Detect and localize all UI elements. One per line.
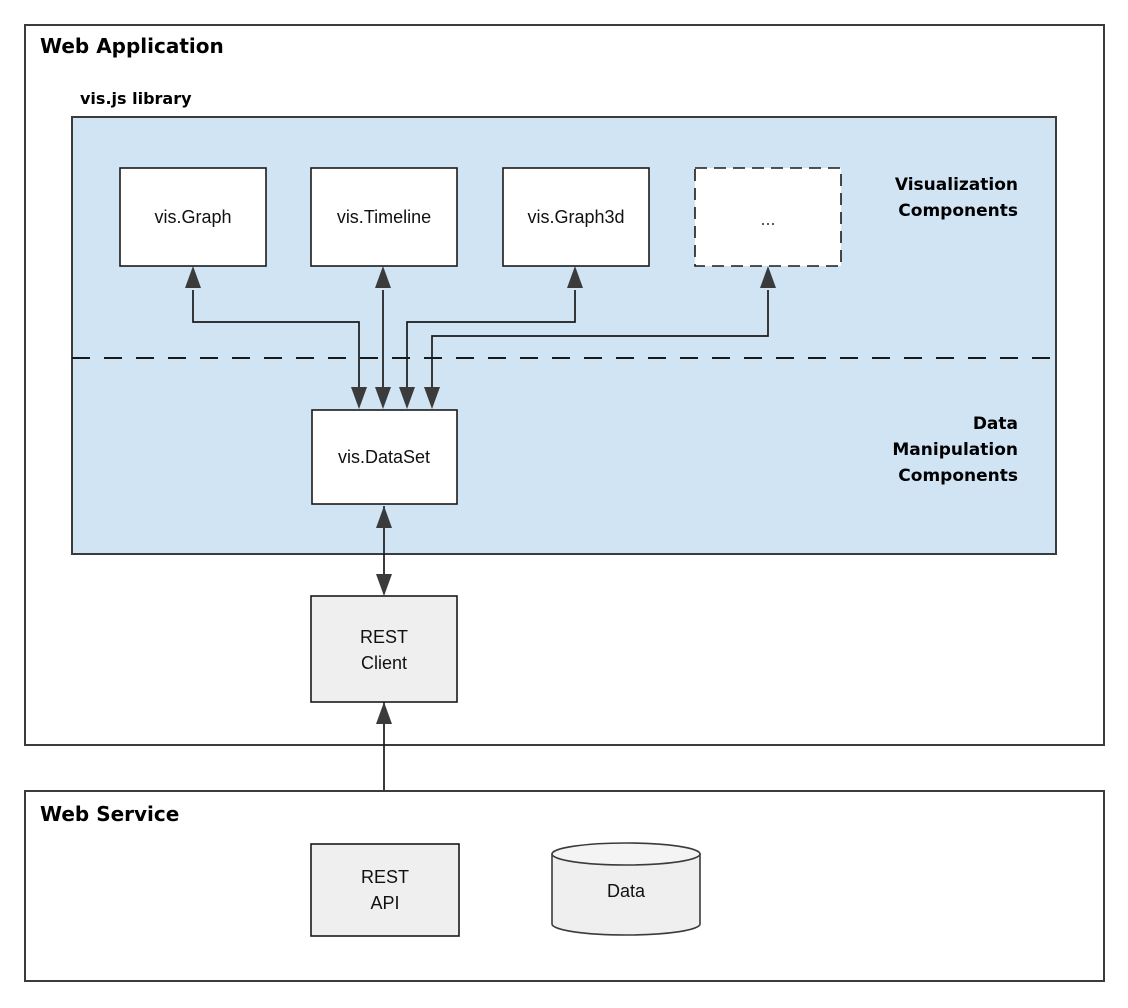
more-components-box[interactable] — [694, 167, 842, 267]
arrowhead-up-vis-timeline — [375, 266, 391, 288]
rest-client-label-line2: Client — [361, 653, 407, 673]
visualization-components-label-line2: Components — [898, 201, 1018, 221]
connector-more-components-to-vis-dataset — [424, 266, 776, 409]
arrowhead-up-vis-graph — [185, 266, 201, 288]
arrowhead-down-vis-graph — [351, 387, 367, 409]
arrowhead-down-rest-client — [376, 574, 392, 596]
node-vis-graph[interactable]: vis.Graph — [119, 167, 267, 267]
connector-line-more-components — [431, 290, 769, 388]
vis-dataset-box[interactable] — [311, 409, 458, 505]
arrowhead-up-vis-graph3d — [567, 266, 583, 288]
connector-line-vis-graph — [192, 290, 360, 388]
vis-graph3d-box[interactable] — [502, 167, 650, 267]
rest-api-label-line2: API — [370, 893, 399, 913]
node-data-store[interactable]: Data — [551, 842, 701, 936]
arrowhead-down-vis-graph3d — [399, 387, 415, 409]
rest-client-label-line1: REST — [360, 627, 408, 647]
node-more-components[interactable]: ... — [694, 167, 842, 267]
vis-timeline-label: vis.Timeline — [337, 207, 431, 227]
connector-vis-timeline-to-vis-dataset — [375, 266, 391, 409]
vis-dataset-label: vis.DataSet — [338, 447, 430, 467]
data-manipulation-components-label-line1: Data — [973, 414, 1018, 434]
node-vis-timeline[interactable]: vis.Timeline — [310, 167, 458, 267]
arrowhead-down-vis-timeline — [375, 387, 391, 409]
connector-vis-dataset-to-rest-client — [376, 506, 392, 596]
arrowhead-up-dataset — [376, 506, 392, 528]
node-rest-client[interactable]: REST Client — [310, 595, 458, 703]
web-service-title: Web Service — [40, 802, 179, 826]
rest-api-label-line1: REST — [361, 867, 409, 887]
arrowhead-up-more-components — [760, 266, 776, 288]
data-manipulation-components-label-line3: Components — [898, 466, 1018, 486]
vis-timeline-box[interactable] — [310, 167, 458, 267]
arrowhead-up-rest-client — [376, 702, 392, 724]
vis-graph-label: vis.Graph — [154, 207, 231, 227]
data-store-cylinder-body[interactable] — [551, 853, 701, 936]
data-store-label: Data — [607, 881, 646, 901]
more-components-label: ... — [760, 209, 775, 229]
connector-vis-graph-to-vis-dataset — [185, 266, 367, 409]
data-store-cylinder-top — [551, 842, 701, 866]
connector-vis-graph3d-to-vis-dataset — [399, 266, 583, 409]
visualization-components-label-line1: Visualization — [895, 175, 1018, 195]
connector-line-vis-graph3d — [406, 290, 576, 388]
node-vis-graph3d[interactable]: vis.Graph3d — [502, 167, 650, 267]
rest-api-box[interactable] — [310, 843, 460, 937]
arrowhead-down-more-components — [424, 387, 440, 409]
vis-graph3d-label: vis.Graph3d — [527, 207, 624, 227]
vis-graph-box[interactable] — [119, 167, 267, 267]
data-manipulation-components-label-line2: Manipulation — [892, 440, 1018, 460]
web-application-title: Web Application — [40, 34, 224, 58]
rest-client-box[interactable] — [310, 595, 458, 703]
vis-js-library-title: vis.js library — [80, 89, 192, 108]
node-rest-api[interactable]: REST API — [310, 843, 460, 937]
node-vis-dataset[interactable]: vis.DataSet — [311, 409, 458, 505]
